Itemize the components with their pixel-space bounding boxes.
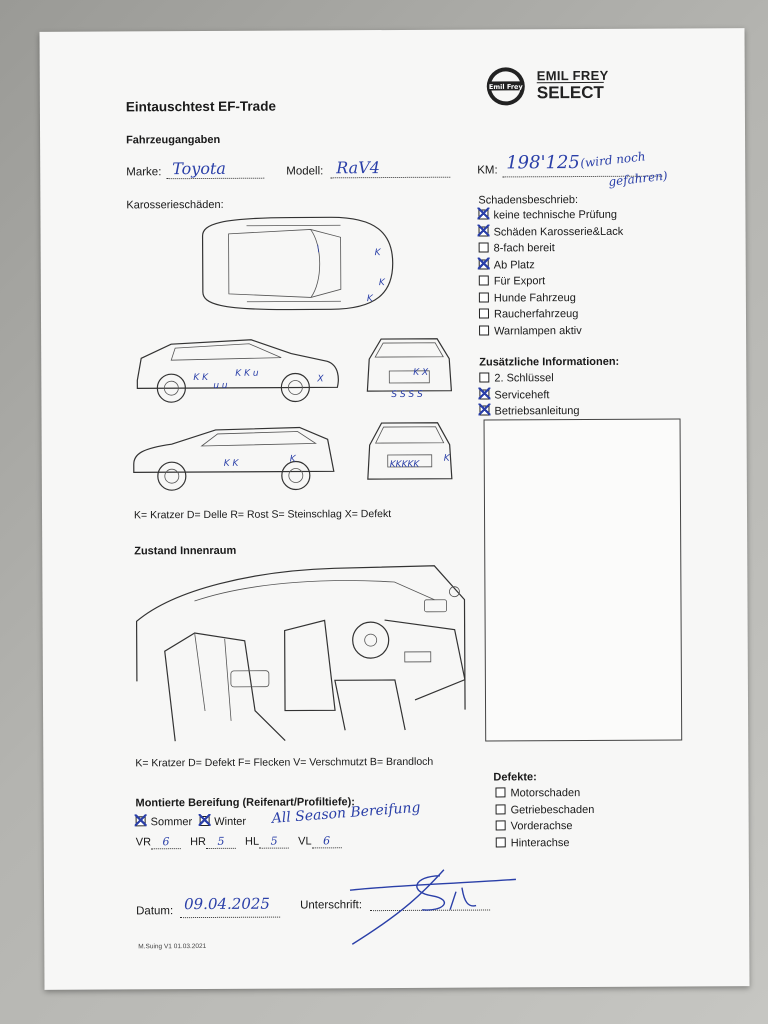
list-item[interactable]: 8-fach bereit (478, 242, 624, 259)
svg-text:K: K (444, 454, 451, 464)
list-item[interactable]: Schäden Karosserie&Lack (478, 225, 624, 242)
svg-text:K K u: K K u (235, 369, 259, 379)
brand-logo: Emil Frey EMIL FREY SELECT (485, 65, 625, 108)
svg-text:K: K (379, 278, 386, 288)
brand-badge-icon: Emil Frey (486, 67, 525, 106)
car-damage-diagram: \ K K K K K K K u u u X K X S S S S (133, 216, 453, 491)
form-title: Eintauschtest EF-Trade (125, 98, 276, 115)
list-item[interactable]: keine technische Prüfung (478, 209, 623, 226)
svg-text:K: K (367, 294, 374, 304)
checkbox[interactable] (478, 275, 489, 286)
svg-text:Emil Frey: Emil Frey (489, 83, 524, 91)
svg-text:u u: u u (213, 381, 228, 391)
brand-name-bottom: SELECT (536, 81, 604, 104)
car-top-view: \ K K K (201, 216, 394, 311)
km-value: 198'125 (506, 152, 580, 174)
datum-line (180, 916, 281, 919)
list-item[interactable]: Hunde Fahrzeug (478, 291, 624, 308)
svg-text:KKKKK: KKKKK (390, 460, 421, 470)
modell-value: RaV4 (336, 158, 380, 178)
checkbox[interactable] (479, 389, 490, 400)
damage-description-label: Schadensbeschrieb: (478, 194, 579, 207)
additional-info-list: 2. Schlüssel Serviceheft Betriebsanleitu… (479, 372, 580, 422)
body-damage-legend: K= Kratzer D= Delle R= Rost S= Steinschl… (133, 508, 392, 522)
km-note-line1: (wird noch (579, 149, 647, 171)
vehicle-section-label: Fahrzeugangaben (126, 133, 221, 147)
svg-text:S S S S: S S S S (391, 390, 423, 400)
checkbox[interactable] (478, 242, 489, 253)
notes-box[interactable] (483, 418, 683, 742)
hr-label: HR (190, 835, 207, 849)
list-item[interactable]: 2. Schlüssel (479, 372, 579, 389)
car-rear-view: KKKKK K (367, 422, 453, 480)
defects-label: Defekte: (493, 771, 537, 784)
list-item[interactable]: Vorderachse (495, 820, 595, 837)
km-label: KM: (477, 164, 498, 177)
sommer-checkbox[interactable] (135, 816, 146, 827)
hr-value: 5 (205, 834, 237, 849)
list-item[interactable]: Warnlampen aktiv (479, 324, 624, 341)
car-side-view-left: K K K K u u u X (136, 339, 339, 403)
svg-text:X: X (316, 374, 324, 384)
checkbox[interactable] (479, 325, 490, 336)
checkbox[interactable] (478, 259, 489, 270)
sommer-label: Sommer (150, 816, 193, 829)
list-item[interactable]: Ab Platz (478, 258, 624, 275)
datum-label: Datum: (136, 905, 174, 918)
list-item[interactable]: Hinterachse (495, 836, 595, 853)
checkbox[interactable] (495, 803, 506, 814)
list-item[interactable]: Getriebeschaden (495, 803, 595, 820)
modell-label: Modell: (286, 165, 324, 178)
car-side-view-right: K K K (133, 426, 335, 491)
svg-text:K X: K X (413, 368, 429, 378)
marke-label: Marke: (126, 166, 162, 179)
version-note: M.Suing V1 01.03.2021 (138, 942, 207, 951)
list-item[interactable]: Raucherfahrzeug (478, 308, 624, 325)
checkbox[interactable] (478, 226, 489, 237)
datum-value: 09.04.2025 (184, 894, 271, 914)
checkbox[interactable] (479, 405, 490, 416)
checkbox[interactable] (478, 308, 490, 319)
form-sheet: Eintauschtest EF-Trade Emil Frey EMIL FR… (39, 28, 750, 990)
checkbox[interactable] (478, 209, 489, 220)
hl-value: 5 (259, 834, 290, 849)
checkbox[interactable] (478, 292, 489, 303)
svg-text:K: K (290, 455, 297, 465)
signature-drawing (349, 869, 516, 945)
winter-label: Winter (214, 815, 247, 828)
winter-checkbox[interactable] (199, 815, 210, 827)
svg-text:K K: K K (224, 459, 240, 469)
defects-list: Motorschaden Getriebeschaden Vorderachse… (495, 787, 594, 854)
svg-text:\: \ (317, 244, 320, 254)
hl-label: HL (245, 835, 260, 848)
interior-label: Zustand Innenraum (134, 544, 237, 558)
vr-label: VR (135, 836, 152, 849)
km-note-line2: gefahren) (607, 168, 669, 189)
list-item[interactable]: Motorschaden (495, 787, 594, 804)
car-front-view: K X S S S S (366, 338, 453, 400)
checkbox[interactable] (479, 372, 490, 383)
checkbox[interactable] (495, 820, 506, 831)
checkbox[interactable] (495, 787, 506, 798)
marke-value: Toyota (172, 158, 226, 179)
interior-legend: K= Kratzer D= Defekt F= Flecken V= Versc… (135, 755, 434, 770)
svg-text:K K: K K (193, 373, 209, 383)
body-damage-label: Karosserieschäden: (126, 198, 224, 212)
additional-info-label: Zusätzliche Informationen: (479, 355, 620, 369)
checkbox[interactable] (495, 836, 506, 847)
vl-value: 6 (311, 834, 342, 849)
vl-label: VL (298, 835, 312, 848)
list-item[interactable]: Für Export (478, 275, 624, 292)
list-item[interactable]: Serviceheft (479, 389, 579, 406)
damage-description-list: keine technische Prüfung Schäden Karosse… (478, 209, 623, 342)
vr-value: 6 (150, 835, 182, 850)
interior-diagram (135, 565, 466, 742)
tire-type-row: Sommer Winter (135, 815, 247, 829)
svg-text:K: K (375, 248, 382, 258)
